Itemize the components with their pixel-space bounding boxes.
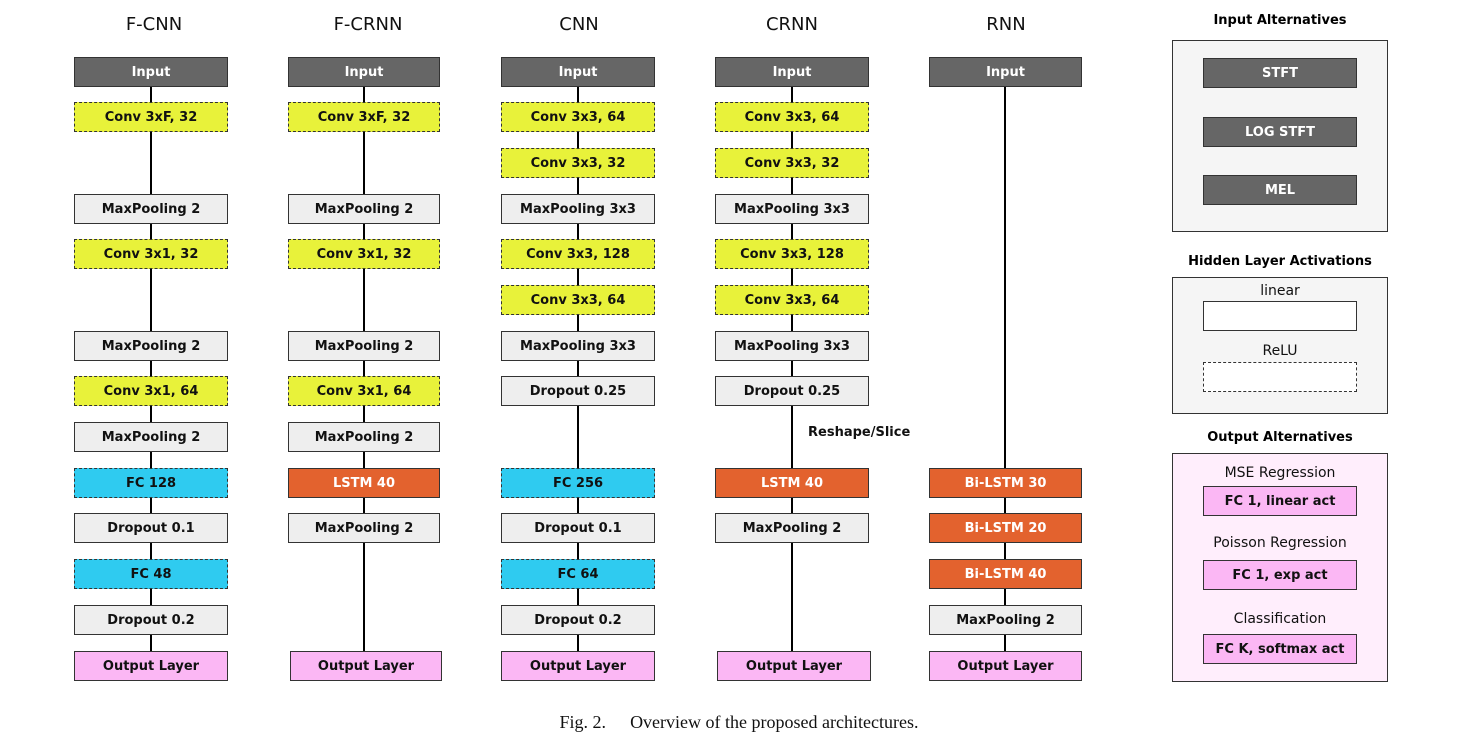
- cnn-conv-block: Conv 3x3, 32: [501, 148, 655, 178]
- mse-regression-label: MSE Regression: [1224, 465, 1336, 481]
- cnn-dropout-block: Dropout 0.1: [501, 513, 655, 543]
- crnn-output-layer-block: Output Layer: [717, 651, 871, 681]
- column-title-f-cnn: F-CNN: [125, 14, 183, 35]
- f-crnn-maxpool-block: MaxPooling 2: [288, 513, 440, 543]
- f-cnn-input-block: Input: [74, 57, 228, 87]
- classification-label: Classification: [1233, 611, 1327, 627]
- f-crnn-lstm-block: LSTM 40: [288, 468, 440, 498]
- column-title-crnn: CRNN: [765, 14, 818, 35]
- f-crnn-maxpool-block: MaxPooling 2: [288, 331, 440, 361]
- cnn-input-block: Input: [501, 57, 655, 87]
- crnn-dropout-block: Dropout 0.25: [715, 376, 869, 406]
- log-stft-input-block: LOG STFT: [1203, 117, 1357, 147]
- crnn-input-block: Input: [715, 57, 869, 87]
- crnn-conv-block: Conv 3x3, 64: [715, 102, 869, 132]
- crnn-conv-block: Conv 3x3, 128: [715, 239, 869, 269]
- rnn-bi-lstm-block: Bi-LSTM 30: [929, 468, 1082, 498]
- f-cnn-fc-block: FC 48: [74, 559, 228, 589]
- stft-input-block: STFT: [1203, 58, 1357, 88]
- f-crnn-maxpool-block: MaxPooling 2: [288, 194, 440, 224]
- cnn-fc-block: FC 64: [501, 559, 655, 589]
- linear-activation-swatch: [1203, 301, 1357, 331]
- linear-activation-label: linear: [1260, 283, 1300, 299]
- f-cnn-maxpool-block: MaxPooling 2: [74, 422, 228, 452]
- relu-activation-label: ReLU: [1262, 343, 1298, 359]
- f-cnn-conv-block: Conv 3x1, 32: [74, 239, 228, 269]
- f-cnn-conv-block: Conv 3x1, 64: [74, 376, 228, 406]
- crnn-conv-block: Conv 3x3, 64: [715, 285, 869, 315]
- rnn-input-block: Input: [929, 57, 1082, 87]
- f-cnn-output-layer-block: Output Layer: [74, 651, 228, 681]
- mse-output-block: FC 1, linear act: [1203, 486, 1357, 516]
- cnn-maxpool-block: MaxPooling 3x3: [501, 331, 655, 361]
- figure-label: Fig. 2.: [559, 712, 607, 732]
- column-title-cnn: CNN: [559, 14, 599, 35]
- cnn-connector-line: [577, 72, 579, 666]
- rnn-bi-lstm-block: Bi-LSTM 20: [929, 513, 1082, 543]
- f-cnn-conv-block: Conv 3xF, 32: [74, 102, 228, 132]
- f-cnn-maxpool-block: MaxPooling 2: [74, 194, 228, 224]
- column-title-f-crnn: F-CRNN: [333, 14, 403, 35]
- figure-caption-text: Overview of the proposed architectures.: [630, 712, 919, 732]
- cnn-output-layer-block: Output Layer: [501, 651, 655, 681]
- column-title-rnn: RNN: [986, 14, 1026, 35]
- output-alternatives-title: Output Alternatives: [1207, 430, 1353, 445]
- f-crnn-conv-block: Conv 3x1, 32: [288, 239, 440, 269]
- cnn-conv-block: Conv 3x3, 64: [501, 102, 655, 132]
- classification-output-block: FC K, softmax act: [1203, 634, 1357, 664]
- rnn-bi-lstm-block: Bi-LSTM 40: [929, 559, 1082, 589]
- f-cnn-dropout-block: Dropout 0.2: [74, 605, 228, 635]
- reshape-slice-annotation: Reshape/Slice: [808, 425, 911, 440]
- hidden-activations-title: Hidden Layer Activations: [1188, 254, 1372, 269]
- figure-caption: Fig. 2. Overview of the proposed architec…: [0, 712, 1478, 733]
- cnn-fc-block: FC 256: [501, 468, 655, 498]
- f-crnn-conv-block: Conv 3x1, 64: [288, 376, 440, 406]
- f-crnn-maxpool-block: MaxPooling 2: [288, 422, 440, 452]
- f-crnn-input-block: Input: [288, 57, 440, 87]
- f-crnn-output-layer-block: Output Layer: [290, 651, 442, 681]
- f-crnn-connector-line: [363, 72, 365, 666]
- f-cnn-fc-block: FC 128: [74, 468, 228, 498]
- f-cnn-dropout-block: Dropout 0.1: [74, 513, 228, 543]
- rnn-output-layer-block: Output Layer: [929, 651, 1082, 681]
- cnn-dropout-block: Dropout 0.25: [501, 376, 655, 406]
- poisson-regression-label: Poisson Regression: [1213, 535, 1347, 551]
- f-crnn-conv-block: Conv 3xF, 32: [288, 102, 440, 132]
- relu-activation-swatch: [1203, 362, 1357, 392]
- crnn-lstm-block: LSTM 40: [715, 468, 869, 498]
- input-alternatives-title: Input Alternatives: [1213, 13, 1347, 28]
- cnn-dropout-block: Dropout 0.2: [501, 605, 655, 635]
- crnn-conv-block: Conv 3x3, 32: [715, 148, 869, 178]
- poisson-output-block: FC 1, exp act: [1203, 560, 1357, 590]
- rnn-connector-line: [1004, 72, 1006, 666]
- cnn-conv-block: Conv 3x3, 128: [501, 239, 655, 269]
- crnn-maxpool-block: MaxPooling 3x3: [715, 331, 869, 361]
- mel-input-block: MEL: [1203, 175, 1357, 205]
- crnn-maxpool-block: MaxPooling 2: [715, 513, 869, 543]
- rnn-maxpool-block: MaxPooling 2: [929, 605, 1082, 635]
- f-cnn-connector-line: [150, 72, 152, 666]
- f-cnn-maxpool-block: MaxPooling 2: [74, 331, 228, 361]
- crnn-maxpool-block: MaxPooling 3x3: [715, 194, 869, 224]
- crnn-connector-line: [791, 72, 793, 666]
- cnn-maxpool-block: MaxPooling 3x3: [501, 194, 655, 224]
- cnn-conv-block: Conv 3x3, 64: [501, 285, 655, 315]
